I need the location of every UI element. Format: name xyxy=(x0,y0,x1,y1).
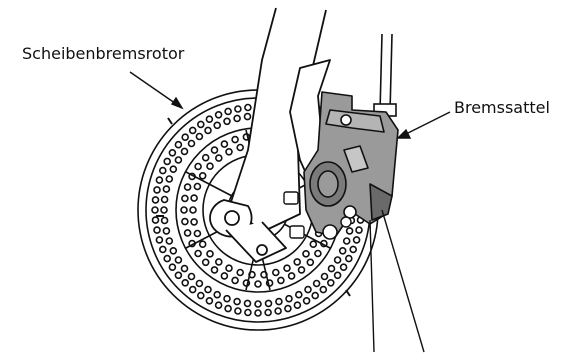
brake-hose xyxy=(374,34,396,116)
caliper-label: Bremssattel xyxy=(454,100,550,116)
rotor-label: Scheibenbremsrotor xyxy=(22,46,184,62)
